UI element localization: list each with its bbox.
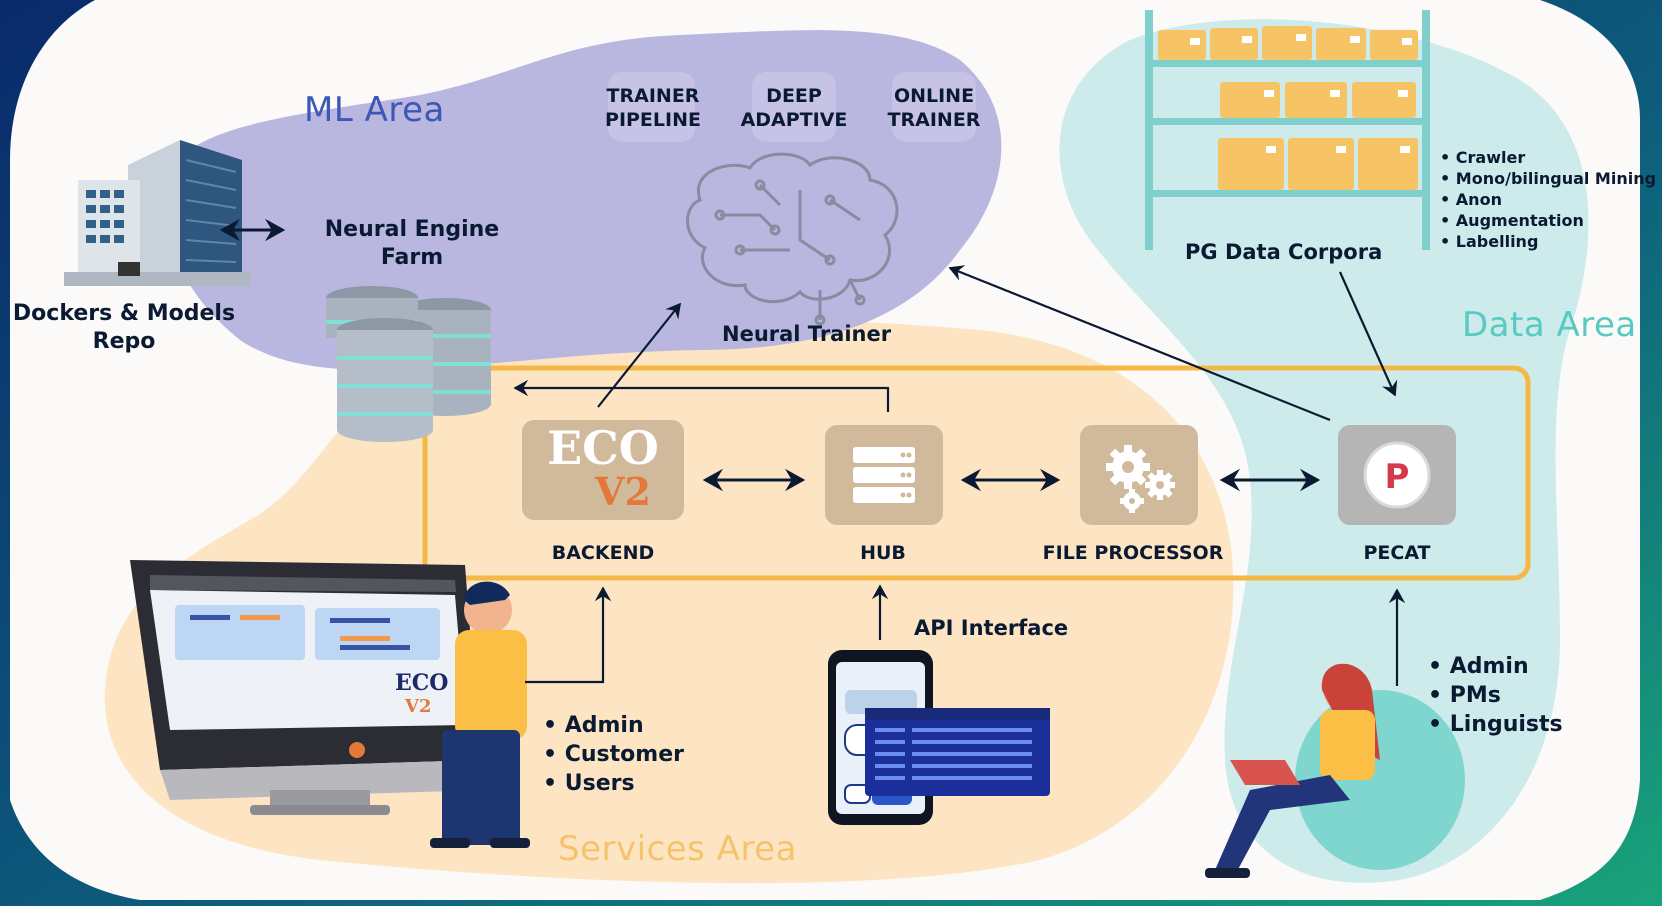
data-process-item: Labelling (1440, 231, 1656, 252)
woman-laptop-icon (1205, 663, 1465, 878)
neural-engine-farm-label: Neural Engine Farm (312, 216, 512, 272)
file-processor-label: FILE PROCESSOR (1042, 542, 1224, 564)
monitor-icon: ECO V2 (130, 560, 482, 815)
services-user-item: Users (543, 769, 684, 798)
phone-api-icon (828, 650, 1050, 825)
backend-node: ECO V2 (522, 420, 684, 520)
dockers-models-repo-label: Dockers & Models Repo (4, 300, 244, 356)
data-process-list: Crawler Mono/bilingual Mining Anon Augme… (1440, 147, 1656, 252)
neural-trainer-label: Neural Trainer (722, 322, 892, 346)
neural-engine-line1: Neural Engine (324, 217, 500, 242)
ml-area-title: ML Area (304, 90, 445, 130)
gears-icon (1106, 445, 1175, 513)
neural-engine-line2: Farm (380, 245, 444, 270)
eco-logo-line2: V2 (595, 469, 651, 514)
module-trainer-pipeline (608, 72, 695, 142)
module-deep-adaptive-line1: DEEP (766, 85, 822, 107)
module-deep-adaptive-line2: ADAPTIVE (740, 109, 848, 131)
pecat-user-item: PMs (1428, 681, 1563, 710)
server-icon (853, 447, 915, 503)
eco-logo: ECO V2 (522, 421, 684, 514)
arrow-backend-to-trainer (597, 302, 682, 408)
pecat-users-list: Admin PMs Linguists (1428, 652, 1563, 739)
dockers-line2: Repo (92, 329, 156, 354)
data-process-item: Mono/bilingual Mining (1440, 168, 1656, 189)
module-online-trainer-line2: TRAINER (887, 109, 981, 131)
pecat-user-item: Linguists (1428, 710, 1563, 739)
module-deep-adaptive (752, 72, 836, 142)
brain-circuit-icon (686, 152, 899, 326)
pecat-node: P (1338, 425, 1456, 525)
module-online-trainer (892, 72, 976, 142)
file-processor-node (1080, 425, 1198, 525)
building-icon (64, 140, 250, 286)
module-online-trainer-line1: ONLINE (893, 85, 975, 107)
hub-node (825, 425, 943, 525)
services-user-item: Customer (543, 740, 684, 769)
api-interface-label: API Interface (914, 616, 1069, 640)
database-icon (326, 286, 491, 442)
data-process-item: Augmentation (1440, 210, 1656, 231)
dockers-line1: Dockers & Models (12, 301, 236, 326)
pecat-user-item: Admin (1428, 652, 1563, 681)
svg-text:V2: V2 (404, 696, 432, 717)
arrow-corpora-to-pecat (1338, 271, 1398, 397)
svg-text:ECO: ECO (395, 670, 448, 696)
svg-text:P: P (1385, 457, 1410, 497)
data-process-item: Anon (1440, 189, 1656, 210)
pecat-logo-icon: P (1363, 441, 1431, 509)
module-trainer-pipeline-line1: TRAINER (606, 85, 700, 107)
shelf-boxes-icon (1145, 10, 1430, 250)
services-user-item: Admin (543, 711, 684, 740)
man-thinking-icon (430, 581, 530, 848)
pecat-label: PECAT (1363, 542, 1431, 564)
pg-data-corpora-label: PG Data Corpora (1185, 240, 1383, 264)
arrow-pecat-to-trainer (948, 265, 1331, 422)
services-users-list: Admin Customer Users (543, 711, 684, 798)
services-area-title: Services Area (558, 829, 797, 869)
backend-label: BACKEND (551, 542, 655, 564)
arrow-hub-to-farm (513, 379, 890, 412)
hub-label: HUB (860, 542, 906, 564)
data-area-title: Data Area (1462, 305, 1637, 345)
arrow-users-to-backend (525, 586, 612, 684)
module-trainer-pipeline-line2: PIPELINE (605, 109, 701, 131)
data-process-item: Crawler (1440, 147, 1656, 168)
eco-logo-line1: ECO (547, 421, 659, 475)
